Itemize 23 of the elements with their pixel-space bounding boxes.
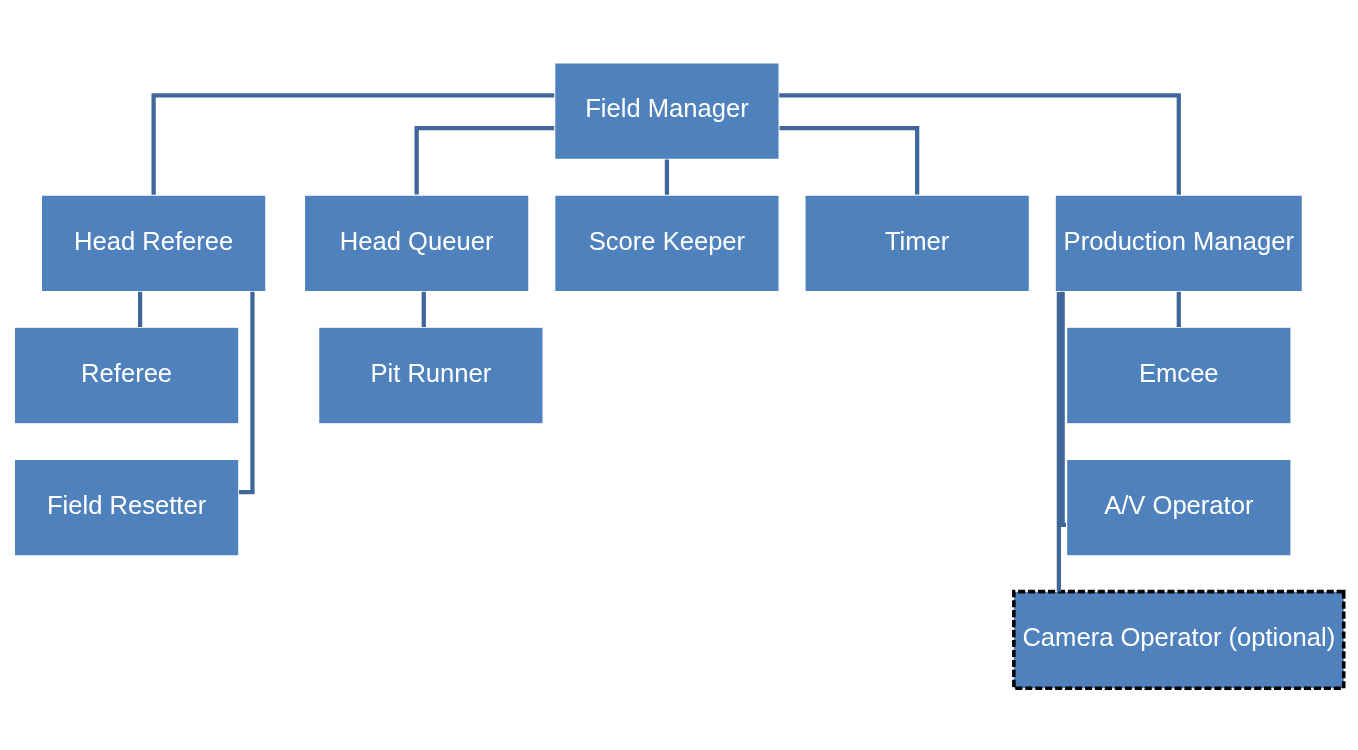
connector xyxy=(779,125,920,194)
node-box: Camera Operator (optional) xyxy=(1012,589,1346,690)
connector xyxy=(1056,291,1061,592)
node-box: Timer xyxy=(804,193,1031,292)
node-box: A/V Operator xyxy=(1065,458,1292,557)
connector xyxy=(1060,291,1066,527)
connector xyxy=(151,92,555,195)
node-box: Referee xyxy=(13,325,240,425)
node-box: Production Manager xyxy=(1054,193,1304,292)
connector xyxy=(421,291,426,327)
node-box: Head Queuer xyxy=(303,193,530,292)
connector xyxy=(664,159,670,195)
node-box: Emcee xyxy=(1065,325,1292,425)
node-box: Pit Runner xyxy=(317,325,544,425)
connector xyxy=(414,125,555,194)
node-box: Head Referee xyxy=(40,193,267,292)
connector xyxy=(1176,291,1181,327)
connector xyxy=(238,291,255,494)
node-box: Field Resetter xyxy=(13,458,240,557)
connector xyxy=(137,291,143,327)
node-box: Score Keeper xyxy=(553,193,780,292)
connector xyxy=(779,92,1181,195)
node-box: Field Manager xyxy=(553,61,780,160)
